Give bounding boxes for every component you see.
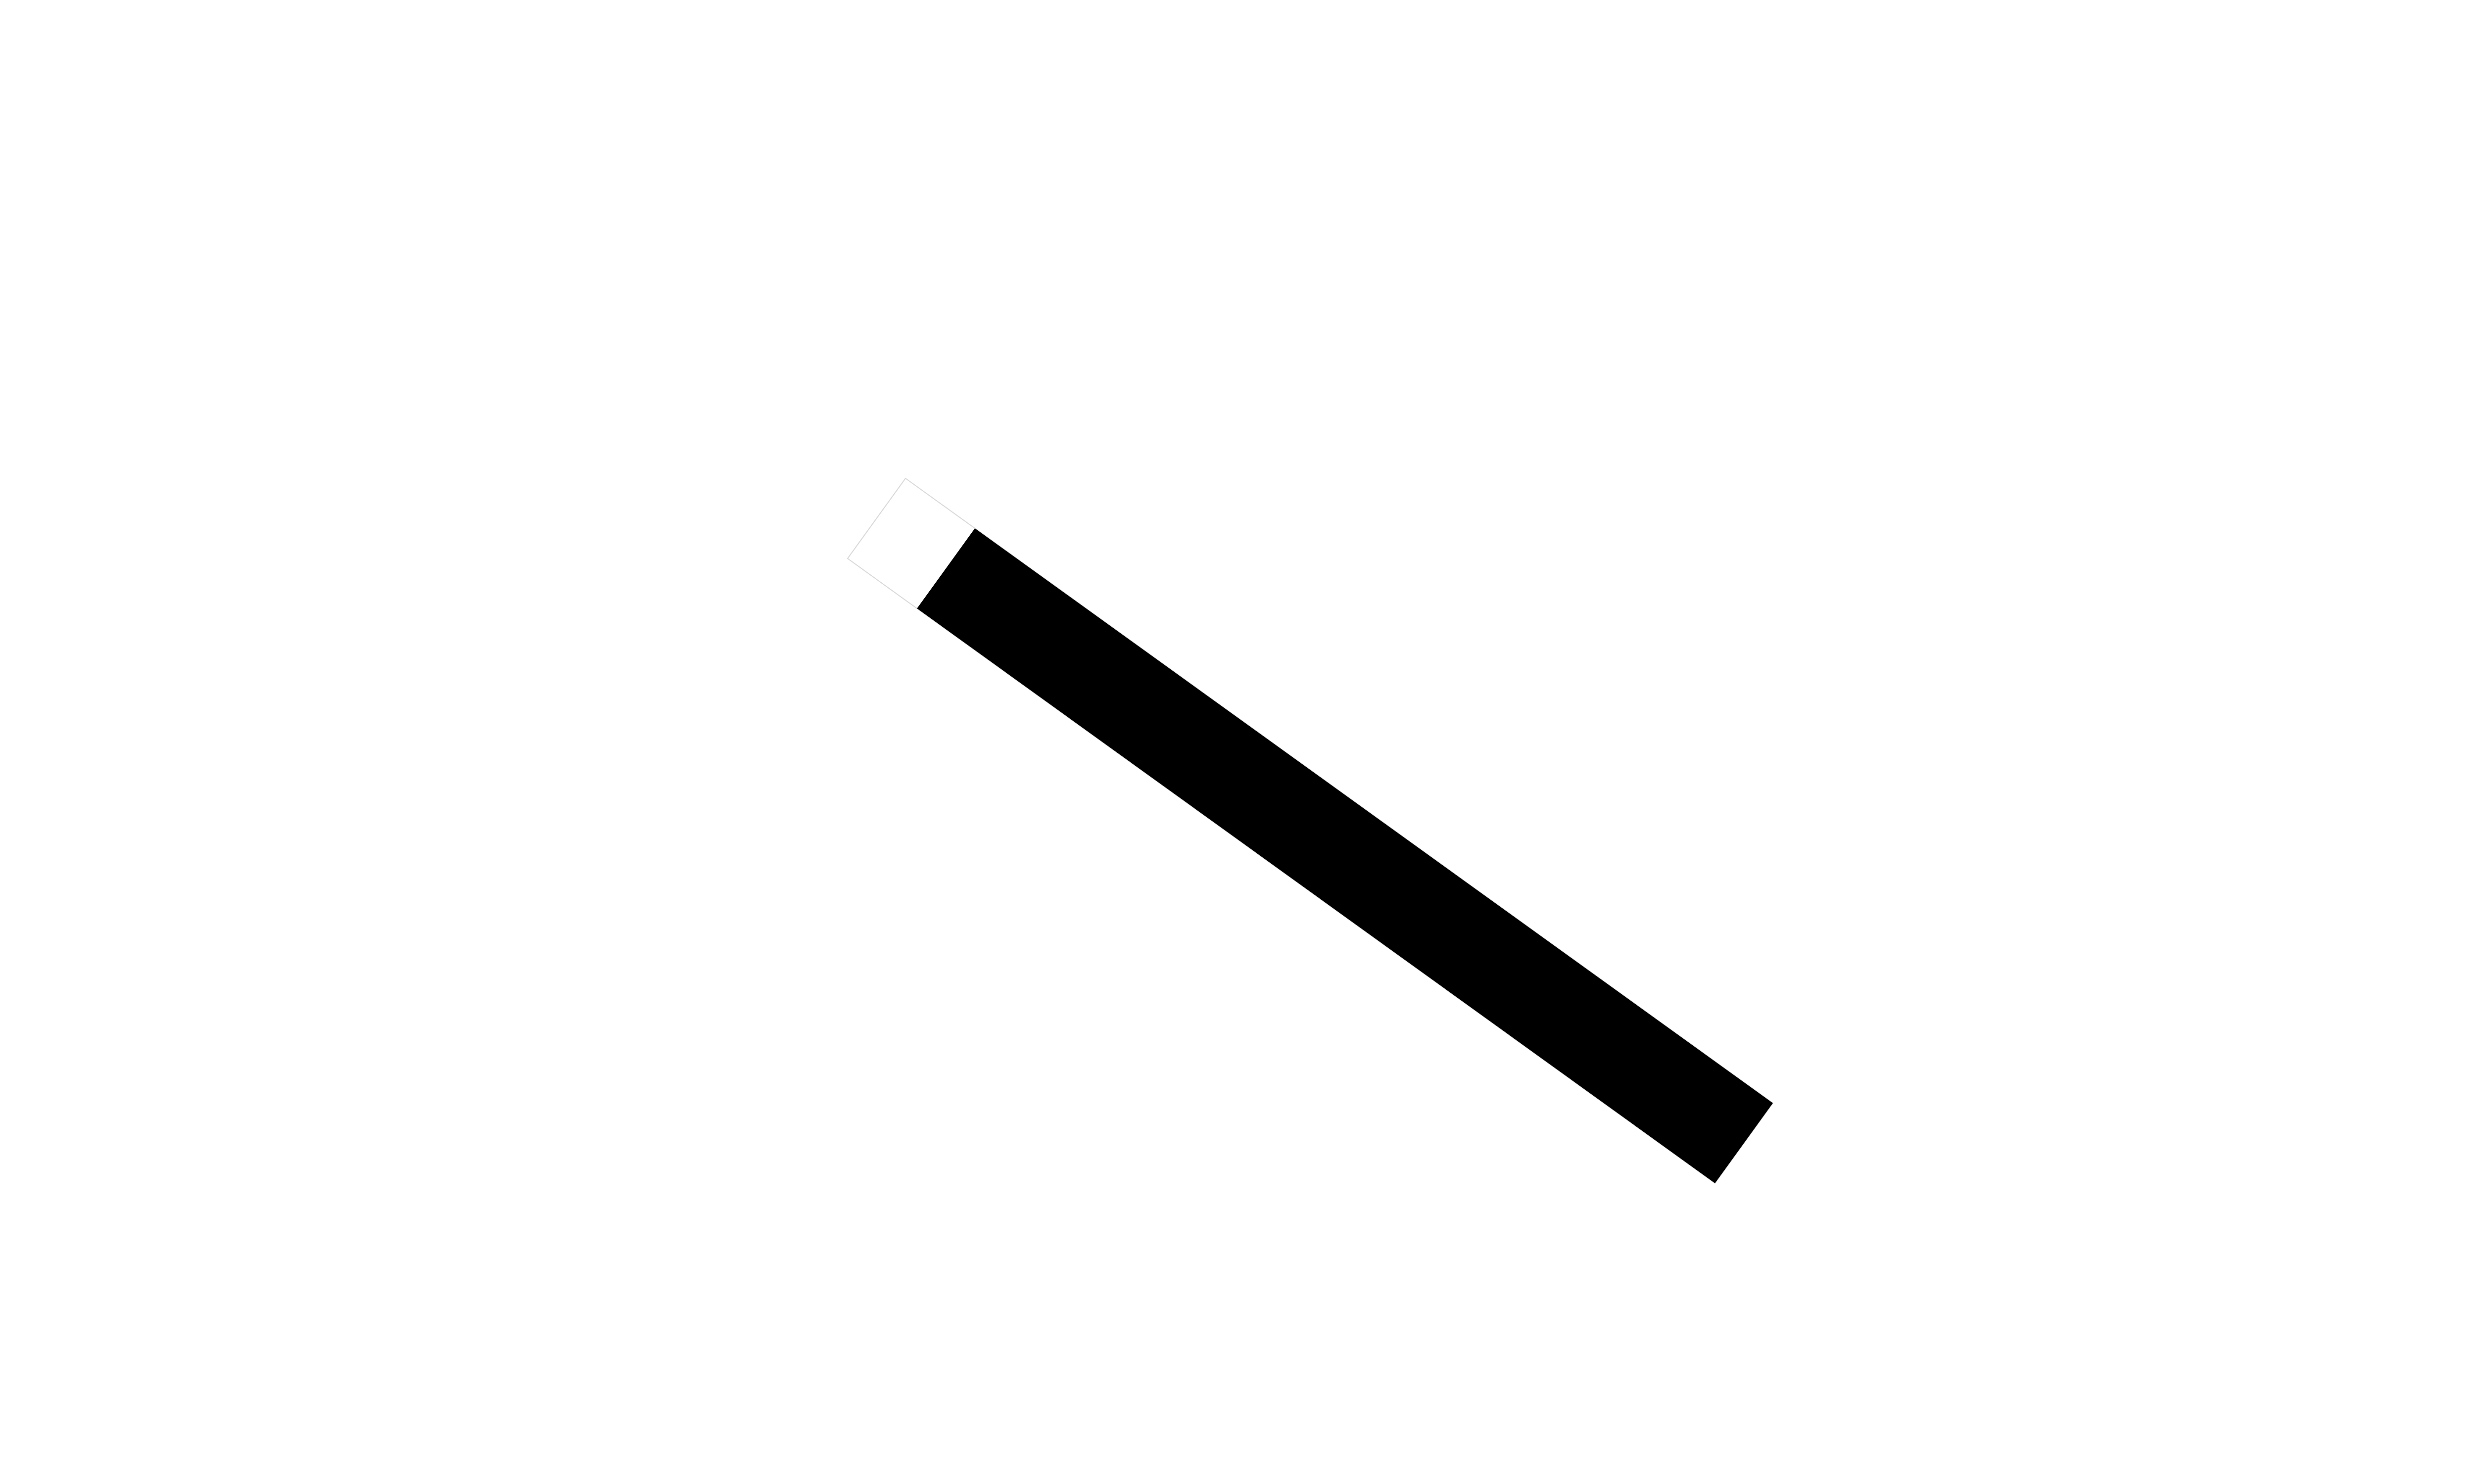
- progress-bar-fill: [917, 528, 1773, 1183]
